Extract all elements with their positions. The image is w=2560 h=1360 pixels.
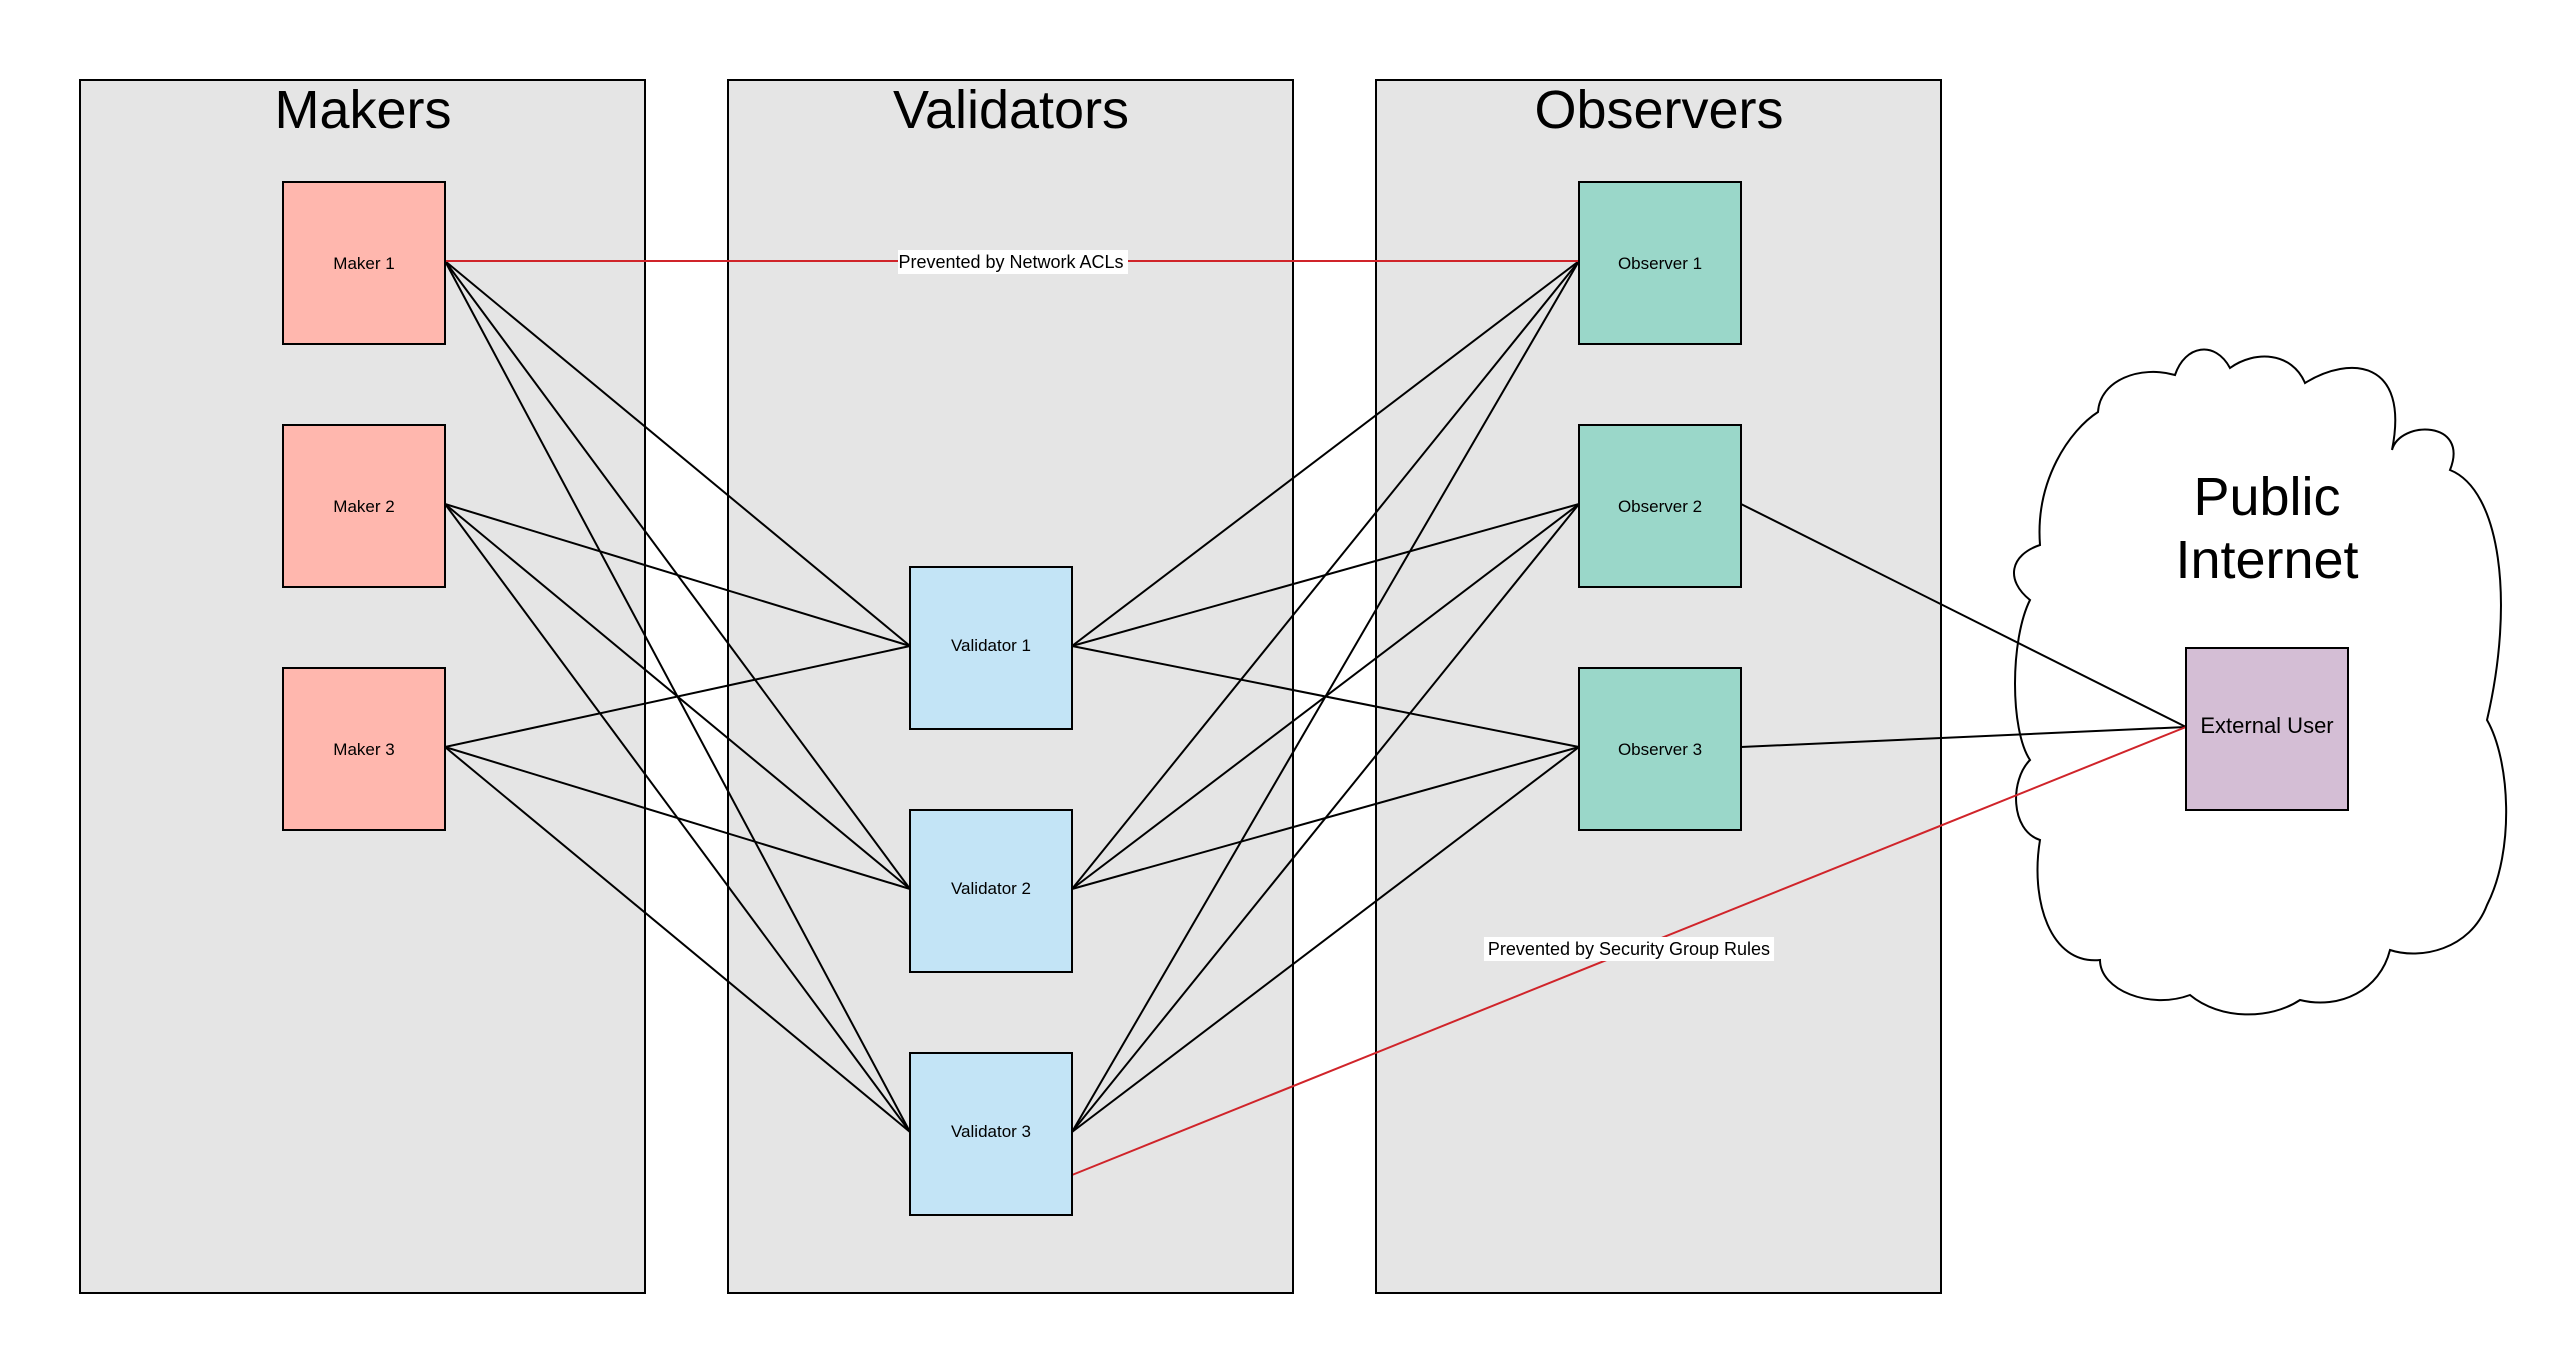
connection-validator1-observer1 xyxy=(1071,260,1580,647)
connection-observer3-external xyxy=(1740,726,2187,748)
public-internet-title-line2: Internet xyxy=(2175,530,2358,590)
connection-layer xyxy=(444,260,2187,1133)
observer-2-label: Observer 2 xyxy=(1618,497,1702,516)
connection-validator3-observer1 xyxy=(1071,260,1580,1133)
network-acl-label: Prevented by Network ACLs xyxy=(898,252,1123,272)
maker-3-box[interactable] xyxy=(282,667,446,831)
validator-node-2[interactable]: Validator 2 xyxy=(909,809,1073,973)
validator-1-box[interactable] xyxy=(909,566,1073,730)
validator-node-1[interactable]: Validator 1 xyxy=(909,566,1073,730)
connection-observer2-external xyxy=(1740,503,2187,728)
network-acl-label-bg xyxy=(898,250,1128,274)
external-user-node[interactable]: External User xyxy=(2185,647,2349,811)
external-user-box[interactable] xyxy=(2185,647,2349,811)
maker-node-1[interactable]: Maker 1 xyxy=(282,181,446,345)
observer-1-label: Observer 1 xyxy=(1618,254,1702,273)
network-acl-label-group: Prevented by Network ACLs xyxy=(898,250,1128,274)
validator-2-box[interactable] xyxy=(909,809,1073,973)
validator-2-label: Validator 2 xyxy=(951,879,1031,898)
validators-panel-title: Validators xyxy=(893,80,1129,140)
validator-3-label: Validator 3 xyxy=(951,1122,1031,1141)
connection-validator3-observer3 xyxy=(1071,746,1580,1133)
maker-1-label: Maker 1 xyxy=(333,254,394,273)
maker-node-3[interactable]: Maker 3 xyxy=(282,667,446,831)
public-internet-title-line1: Public xyxy=(2193,467,2340,527)
observer-node-3[interactable]: Observer 3 xyxy=(1578,667,1742,831)
connection-maker2-validator1 xyxy=(444,503,911,647)
observer-1-box[interactable] xyxy=(1578,181,1742,345)
observer-node-1[interactable]: Observer 1 xyxy=(1578,181,1742,345)
connection-maker3-validator3 xyxy=(444,746,911,1133)
maker-node-2[interactable]: Maker 2 xyxy=(282,424,446,588)
makers-panel-title: Makers xyxy=(274,80,451,140)
connection-validator3-observer2 xyxy=(1071,503,1580,1133)
connection-maker1-validator1 xyxy=(444,260,911,647)
maker-3-label: Maker 3 xyxy=(333,740,394,759)
validator-3-box[interactable] xyxy=(909,1052,1073,1216)
observer-node-2[interactable]: Observer 2 xyxy=(1578,424,1742,588)
observer-2-box[interactable] xyxy=(1578,424,1742,588)
observer-3-label: Observer 3 xyxy=(1618,740,1702,759)
external-user-label: External User xyxy=(2200,713,2333,738)
validator-node-3[interactable]: Validator 3 xyxy=(909,1052,1073,1216)
observer-3-box[interactable] xyxy=(1578,667,1742,831)
maker-2-label: Maker 2 xyxy=(333,497,394,516)
security-group-label: Prevented by Security Group Rules xyxy=(1488,939,1770,959)
observers-panel-title: Observers xyxy=(1534,80,1783,140)
maker-2-box[interactable] xyxy=(282,424,446,588)
connection-maker3-validator1 xyxy=(444,645,911,748)
validator-1-label: Validator 1 xyxy=(951,636,1031,655)
security-group-label-bg xyxy=(1483,937,1775,961)
security-group-label-group: Prevented by Security Group Rules xyxy=(1483,937,1775,961)
maker-1-box[interactable] xyxy=(282,181,446,345)
connection-validator2-observer1 xyxy=(1071,260,1580,890)
connection-maker3-validator2 xyxy=(444,746,911,890)
